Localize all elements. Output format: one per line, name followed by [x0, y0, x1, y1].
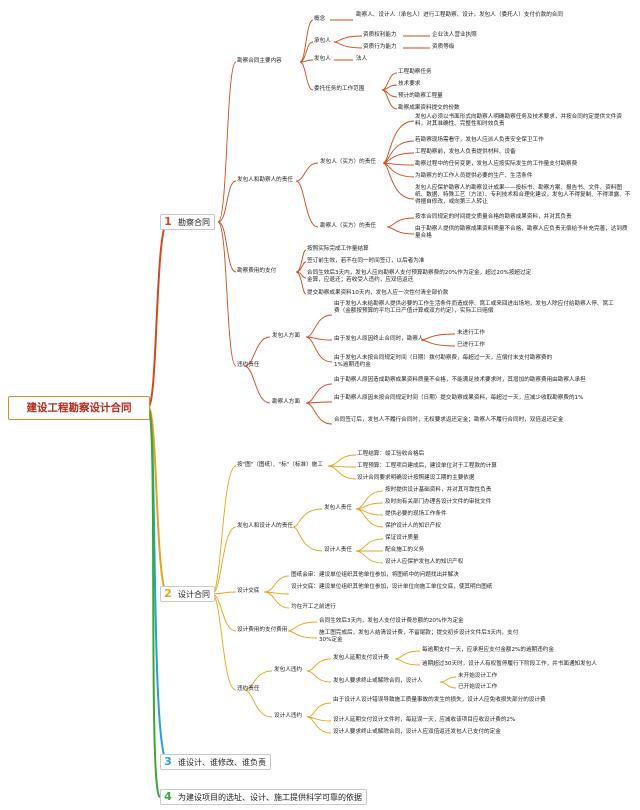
node-surveyor-duty: 勘察人（买方）的责任 [320, 223, 376, 229]
node-behavior: 资质行为能力 [363, 44, 397, 50]
node-bid-item: 工程结算：竣工验收合格后 [357, 451, 425, 457]
section-label: 设计合同 [178, 590, 210, 599]
node-designer-duty-item: 配合施工的义务 [385, 547, 425, 553]
node-breach: 违约责任 [237, 362, 260, 368]
node-client-stop-item: 已开始设计工作 [458, 684, 498, 690]
node-fee-item: 签订前生效，若不在同一时间签订，以后者为准 [307, 258, 425, 264]
section-number: 3 [164, 755, 172, 768]
section-label: 谁设计、谁修改、谁负责 [178, 758, 266, 767]
node-design-fee: 设计费用的支付费用 [237, 627, 288, 633]
node-designer-duty-item: 保证设计质量 [385, 535, 419, 541]
node-design-fee-item: 合同生效后3天内，发包人支付设计费总额的20%作为定金 [319, 618, 464, 624]
node-disclosure: 设计交底 [237, 588, 260, 594]
node-bid: 按"图"（图纸）、"标"（标准）施工 [237, 462, 323, 468]
node-designer-breach-item: 由于设计人设计错误导致施工质量事故的发生的损失，设计人应免收损失部分的设计费 [333, 697, 546, 703]
node-client-stop-item: 未开始设计工作 [458, 673, 498, 679]
node-client-duty-item: 发包人必须以书面形式向勘察人明确勘察任务及技术要求，并按合同约定提供文件资料，对… [415, 114, 622, 128]
node-client-breach-late: 由于发包人未按合同规定时间（日期）拨付勘察费，每超过一天，应偿付未支付勘察费的1… [334, 355, 553, 369]
node-client-late: 发包人延期支付设计费 [333, 655, 389, 661]
node-fee: 勘察费用的支付 [237, 268, 277, 274]
node-disclosure-item: 均在开工之前进行 [291, 604, 336, 610]
node-client-duty-item: 工程勘察前，发包人负责提供材料、设备 [415, 149, 516, 155]
node-task: 工程勘察任务 [398, 69, 432, 75]
node-surveyor-breach-item: 由于勘察人原因造成勘察成果资料质量不合格，不能满足技术要求时，其增加的勘察费用由… [334, 377, 586, 383]
section-purpose: 4 为建设项目的选址、设计、施工提供科学可靠的依据 [160, 789, 367, 805]
node-client-breach-item: 由于发包人未给勘察人提供必要的工作生活条件而造成停、窝工或来回进出场地，发包人除… [334, 301, 614, 315]
section-label: 勘察合同 [178, 218, 210, 227]
root-topic: 建设工程勘察设计合同 [8, 396, 150, 420]
section-survey-contract: 1 勘察合同 [160, 214, 215, 230]
node-design-client-breach: 发包人违约 [274, 667, 302, 673]
section-responsibility: 3 谁设计、谁修改、谁负责 [160, 754, 271, 770]
node-task: 技术要求 [398, 81, 421, 87]
node-disclosure-item: 设计交底：建设单位组织其他单位参加，设计单位向施工单位交底，使其明白图纸 [291, 584, 493, 590]
section-label: 为建设项目的选址、设计、施工提供科学可靠的依据 [178, 793, 362, 802]
node-designer-breach-item: 设计人要求终止或解除合同，设计人应双倍返还发包人已支付的定金 [333, 729, 501, 735]
node-client-duty-item: 发包人应保护勘察人的勘察设计成果——投标书、勘察方案、报告书、文件、资料图纸、数… [415, 185, 631, 206]
node-rights: 发包人和勘察人的责任 [237, 177, 293, 183]
node-surveyor-duty-item: 由于勘察人提供的勘察成果资料质量不合格，勘察人应负责无偿给予补充完善，达到质量合… [415, 226, 628, 240]
node-fee-item: 按照实际完成工作量结算 [307, 246, 369, 252]
node-client-late-item: 每逾期支付一天，应承担应支付金额2%的逾期违约金 [422, 647, 554, 653]
node-client-side: 发包人方面 [272, 333, 300, 339]
node-fee-item: 合同生效后3天内，发包人应向勘察人支付预算勘察费的20%作为定金，超过20%按超… [307, 270, 532, 284]
node-bid-item: 工程预算：工程项目建成后，建设单位对于工程款的计算 [357, 463, 497, 469]
node-concept-text: 勘察人、设计人（承包人）进行工程勘察、设计，发包人（委托人）支付价款的合同 [356, 12, 563, 18]
node-contractor: 承包人 [314, 38, 331, 44]
node-client-late-item: 逾期超过30天时，设计人有权暂停履行下阶段工作，并书面通知发包人 [422, 661, 597, 667]
node-concept: 概念 [314, 16, 326, 22]
node-client-duty-item: 若勘察现场需看守，发包人应派人负责安全保卫工作 [415, 137, 544, 143]
node-design-client-duty-item: 保护设计人的知识产权 [385, 523, 441, 529]
node-client-duty: 发包人（买方）的责任 [320, 159, 376, 165]
node-client-duty-item: 为勘察方的工作人员提供必要的生产、生活条件 [415, 173, 533, 179]
node-client-value: 法人 [356, 56, 368, 62]
node-main-content: 勘察合同主要内容 [237, 58, 282, 64]
node-design-breach: 违约责任 [237, 686, 260, 692]
node-surveyor-breach-item: 合同签订后，发包人不履行合同时，无权要求返还定金；勘察人不履行合同时，双倍返还定… [334, 417, 564, 423]
node-design-client-duty-item: 按时提供设计基础资料，并对其可靠性负责 [385, 487, 492, 493]
node-qualification-value: 企业法人营业执照 [432, 32, 477, 38]
node-task: 勘察成果资料提交的份数 [398, 105, 460, 111]
node-design-client-duty: 发包人责任 [324, 505, 352, 511]
node-task: 预计的勘察工程量 [398, 93, 443, 99]
section-number: 4 [164, 790, 172, 803]
node-designer-duty: 设计人责任 [324, 547, 352, 553]
node-terminate-item: 未进行工作 [457, 330, 485, 336]
node-surveyor-duty-item: 按本合同规定的时间提交质量合格的勘察成果资料，并对其负责 [415, 214, 572, 220]
node-bid-item: 设计合同要求明确设计按照建设工期的主要依据 [357, 475, 475, 481]
node-design-rights: 发包人和设计人的责任 [237, 523, 293, 529]
section-number: 1 [164, 215, 172, 228]
node-designer-breach-item: 设计人延期交付设计文件时，每延误一天，应减收该项目应收设计费的2% [333, 717, 516, 723]
node-client-breach-item: 由于发包人原因终止合同时，勘察人 [334, 336, 424, 342]
node-disclosure-item: 图纸会审：建设单位组织其他单位参加，将图纸中的问题找出并解决 [291, 572, 459, 578]
section-number: 2 [164, 587, 172, 600]
node-behavior-value: 资质等级 [432, 44, 455, 50]
node-design-client-duty-item: 及时向有关部门办理各设计文件的审批文件 [385, 499, 492, 505]
section-design-contract: 2 设计合同 [160, 586, 215, 602]
node-design-fee-item: 施工图完成后，发包人结清设计费，不留尾款；提交初步设计文件后3天内，支付30%定… [319, 630, 519, 644]
node-client-stop: 发包人要求终止或解除合同，设计人 [333, 678, 423, 684]
node-designer-breach: 设计人违约 [274, 713, 302, 719]
node-task-scope: 委托任务的工作范围 [314, 86, 365, 92]
node-qualification: 资质权利能力 [363, 32, 397, 38]
node-surveyor-side: 勘察人方面 [272, 399, 300, 405]
node-design-client-duty-item: 提供必要的现场工作条件 [385, 511, 447, 517]
node-fee-item: 提交勘察成果资料10天内，发包人应一次性付清全部价款 [307, 290, 449, 296]
node-designer-duty-item: 设计人应保护发包人的知识产权 [385, 559, 464, 565]
node-client-duty-item: 勘察过程中的任何变更，发包人应按实际发生的工作量支付勘察费 [415, 161, 578, 167]
node-terminate-item: 已进行工作 [457, 342, 485, 348]
node-surveyor-breach-item: 由于勘察人原因未按合同规定时间（日期）提交勘察成果资料，每超过一天，应减少收取勘… [334, 395, 584, 401]
node-client: 发包人 [314, 56, 331, 62]
